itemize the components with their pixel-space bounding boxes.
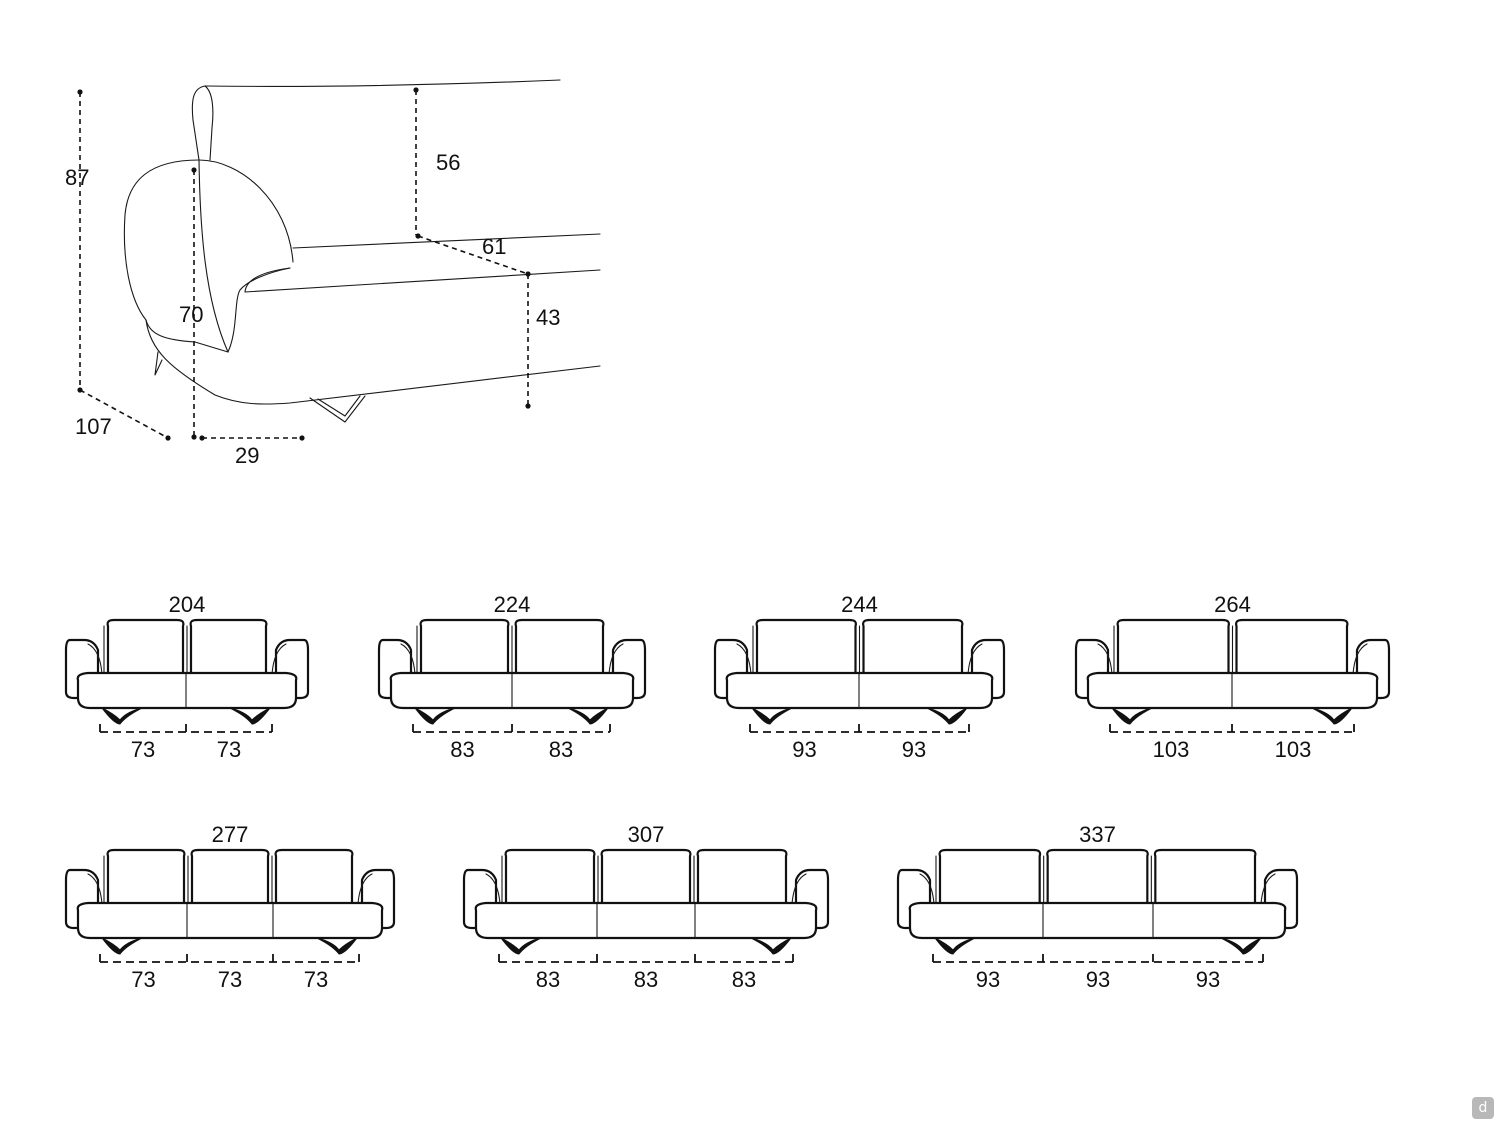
sofa-front-view: 264 103 103: [1074, 592, 1391, 762]
armrest-curve-right: [1352, 643, 1368, 675]
armrest-curve-left: [485, 873, 501, 905]
sofa-detail-view: 87 107 70 29 56 61 43: [65, 79, 601, 468]
seat-width-label: 103: [1153, 737, 1190, 762]
armrest-curve-right: [271, 643, 287, 675]
back-cushion: [696, 848, 788, 910]
armrest-curve-left: [919, 873, 935, 905]
back-cushion: [274, 848, 354, 910]
seat-width-label: 103: [1275, 737, 1312, 762]
backrest-height-label: 56: [436, 150, 460, 175]
back-cushion: [190, 848, 270, 910]
back-cushion: [1235, 618, 1349, 680]
seat-base: [76, 901, 384, 940]
back-cushion: [106, 848, 186, 910]
seat-depth-label: 61: [482, 234, 506, 259]
back-cushion: [938, 848, 1042, 910]
armrest-curve-left: [87, 873, 103, 905]
seat-base: [908, 901, 1287, 940]
leg-left: [414, 707, 456, 725]
leg-left: [1111, 707, 1153, 725]
seat-width-label: 83: [536, 967, 560, 992]
back-cushion: [106, 618, 185, 680]
armrest-curve-left: [1097, 643, 1113, 675]
seat-base: [474, 901, 818, 940]
total-width-label: 204: [169, 592, 206, 617]
armrest-curve-left: [400, 643, 416, 675]
armrest-curve-left: [736, 643, 752, 675]
total-width-label: 337: [1079, 822, 1116, 847]
leg-left: [934, 937, 976, 955]
back-cushion: [189, 618, 268, 680]
leg-left: [101, 937, 143, 955]
leg-left: [101, 707, 143, 725]
seat-width-label: 93: [792, 737, 816, 762]
leg-right: [567, 707, 609, 725]
armrest-curve-right: [1260, 873, 1276, 905]
seat-width-label: 73: [217, 737, 241, 762]
seat-width-label: 83: [549, 737, 573, 762]
back-cushion: [600, 848, 692, 910]
leg-right: [750, 937, 792, 955]
seat-width-label: 83: [450, 737, 474, 762]
seat-width-label: 83: [732, 967, 756, 992]
back-cushion: [1153, 848, 1257, 910]
total-height-label: 87: [65, 165, 89, 190]
back-cushion: [862, 618, 964, 680]
armrest-width-label: 29: [235, 443, 259, 468]
leg-right: [1220, 937, 1262, 955]
back-cushion: [504, 848, 596, 910]
total-width-label: 307: [628, 822, 665, 847]
back-cushion: [755, 618, 857, 680]
armrest-curve-right: [357, 873, 373, 905]
seat-width-label: 93: [1086, 967, 1110, 992]
seat-width-label: 93: [976, 967, 1000, 992]
leg-right: [229, 707, 271, 725]
back-cushion: [1116, 618, 1230, 680]
total-width-label: 224: [494, 592, 531, 617]
sofa-configurations: 204 73 73 224 83 83 244 93 93 264 103 103 277 73 73 73 3…: [64, 592, 1391, 992]
leg-right: [926, 707, 968, 725]
armrest-curve-left: [87, 643, 103, 675]
back-cushion: [1046, 848, 1149, 910]
total-width-label: 277: [212, 822, 249, 847]
armrest-curve-right: [967, 643, 983, 675]
leg-left: [751, 707, 793, 725]
armrest-curve-right: [608, 643, 624, 675]
total-width-label: 244: [841, 592, 878, 617]
sofa-front-view: 204 73 73: [64, 592, 310, 762]
back-cushion: [514, 618, 605, 680]
leg-right: [316, 937, 358, 955]
leg-right: [1311, 707, 1353, 725]
logo-icon: d: [1472, 1097, 1494, 1119]
sofa-front-view: 244 93 93: [713, 592, 1006, 762]
seat-width-label: 73: [304, 967, 328, 992]
seat-width-label: 93: [1196, 967, 1220, 992]
seat-width-label: 73: [131, 967, 155, 992]
seat-base: [76, 671, 298, 710]
total-depth-label: 107: [75, 414, 112, 439]
leg-left: [500, 937, 542, 955]
seat-width-label: 83: [634, 967, 658, 992]
armrest-height-label: 70: [179, 302, 203, 327]
total-width-label: 264: [1214, 592, 1251, 617]
back-cushion: [419, 618, 510, 680]
seat-width-label: 73: [218, 967, 242, 992]
armrest-curve-right: [791, 873, 807, 905]
sofa-front-view: 224 83 83: [377, 592, 647, 762]
seat-width-label: 93: [902, 737, 926, 762]
seat-height-label: 43: [536, 305, 560, 330]
seat-width-label: 73: [131, 737, 155, 762]
sofa-front-view: 277 73 73 73: [64, 822, 396, 992]
sofa-front-view: 337 93 93 93: [896, 822, 1299, 992]
sofa-front-view: 307 83 83 83: [462, 822, 830, 992]
